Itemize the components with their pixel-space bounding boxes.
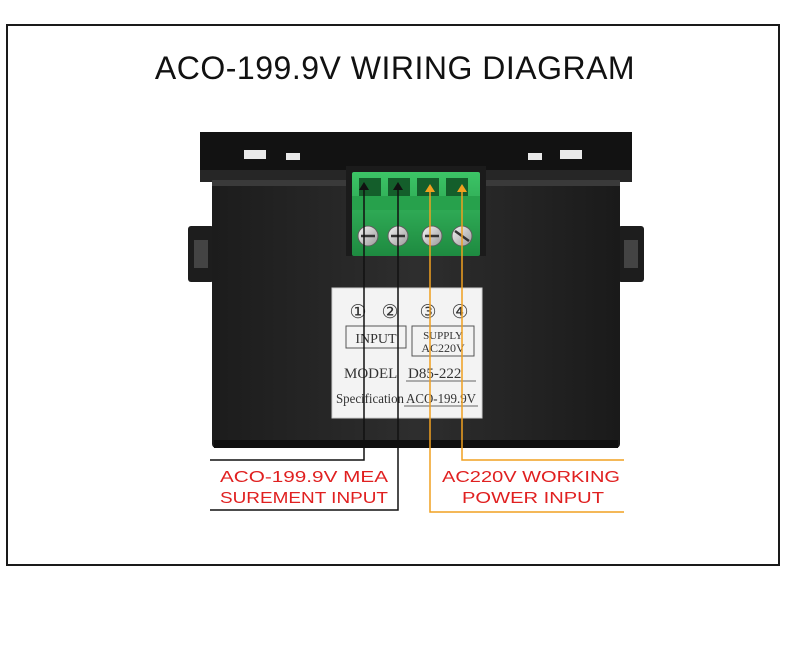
measurement-label-line2: SUREMENT INPUT	[220, 490, 388, 507]
terminal-block	[346, 166, 486, 256]
measurement-annotation: ACO-199.9V MEA SUREMENT INPUT	[220, 469, 388, 507]
diagram-title: ACO-199.9V WIRING DIAGRAM	[154, 50, 636, 86]
terminal-number-3: ③	[419, 302, 436, 323]
power-wire-1	[429, 190, 624, 513]
terminal-number-2: ②	[381, 302, 398, 323]
power-annotation: AC220V WORKING POWER INPUT	[442, 469, 620, 507]
terminal-number-row: ① ② ③ ④	[349, 302, 468, 323]
mounting-clips	[188, 226, 644, 282]
model-value: D85-222	[408, 366, 461, 382]
power-label-line1: AC220V WORKING	[442, 469, 620, 486]
spec-sticker: ① ② ③ ④ INPUT SUPPLY AC220V MODEL D85-22…	[331, 287, 483, 419]
power-wires	[425, 184, 624, 513]
power-wire-2	[461, 190, 624, 461]
measurement-wires	[210, 182, 403, 511]
model-key: MODEL	[344, 366, 397, 382]
supply-voltage: AC220V	[421, 341, 465, 355]
spec-key: Specification	[336, 391, 404, 406]
measurement-label-line1: ACO-199.9V MEA	[220, 469, 388, 486]
input-label: INPUT	[355, 332, 397, 347]
terminal-number-4: ④	[451, 302, 468, 323]
measurement-wire-1	[210, 188, 365, 461]
power-label-line2: POWER INPUT	[462, 490, 604, 507]
supply-label: SUPPLY	[423, 330, 463, 342]
supply-box	[411, 325, 475, 357]
measurement-wire-2	[210, 188, 399, 511]
input-box	[345, 325, 407, 349]
terminal-number-1: ①	[349, 302, 366, 323]
spec-value: ACO-199.9V	[406, 392, 476, 407]
